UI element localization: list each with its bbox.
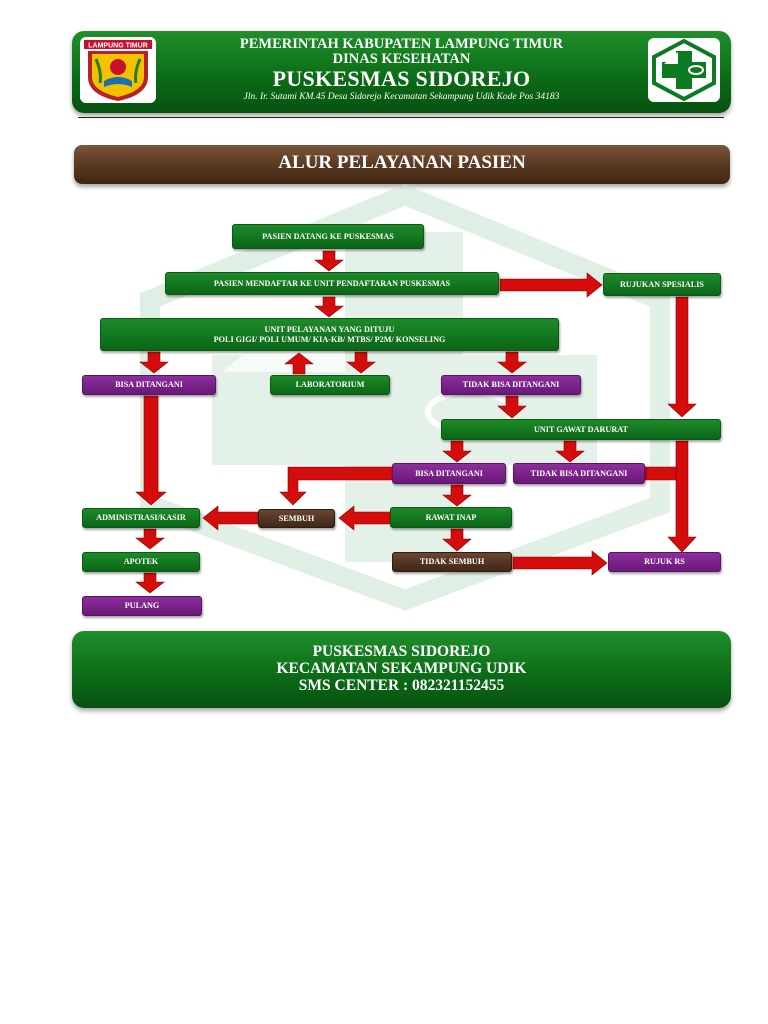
step-pulang: PULANG (82, 596, 202, 616)
svg-text:LAMPUNG TIMUR: LAMPUNG TIMUR (88, 43, 148, 50)
step-ugd-tidak-bisa-ditangani: TIDAK BISA DITANGANI (513, 463, 645, 484)
header-puskesmas-name: PUSKESMAS SIDOREJO (272, 66, 531, 91)
arrow-down (667, 440, 697, 553)
arrow-down (135, 528, 165, 550)
step-bisa-ditangani: BISA DITANGANI (82, 375, 216, 395)
arrow-left (338, 505, 391, 531)
step-tidak-sembuh: TIDAK SEMBUH (392, 552, 512, 572)
watermark-logo-icon (140, 184, 670, 611)
arrow-up (284, 352, 314, 375)
header-government: PEMERINTAH KABUPATEN LAMPUNG TIMUR (239, 36, 564, 52)
arrow-down (314, 250, 344, 272)
step-apotek: APOTEK (82, 552, 200, 572)
title-banner: ALUR PELAYANAN PASIEN (74, 145, 730, 184)
arrow-down (314, 296, 344, 318)
arrow-down (135, 572, 165, 594)
connector (644, 466, 677, 481)
arrow-left (202, 505, 259, 531)
puskesmas-logo-icon (648, 38, 720, 102)
step-tidak-bisa-ditangani: TIDAK BISA DITANGANI (441, 375, 581, 395)
arrow-down (497, 395, 527, 419)
unit-pelayanan-list: POLI GIGI/ POLI UMUM/ KIA-KB/ MTBS/ P2M/… (213, 334, 446, 344)
arrow-down (442, 528, 472, 552)
footer-puskesmas-name: PUSKESMAS SIDOREJO (312, 643, 491, 660)
step-unit-gawat-darurat: UNIT GAWAT DARURAT (441, 419, 721, 440)
footer-sms-center: SMS CENTER : 082321152455 (298, 677, 505, 694)
arrow-down (442, 484, 472, 507)
flow-arrows (135, 250, 697, 594)
step-pasien-datang: PASIEN DATANG KE PUSKESMAS (232, 224, 424, 249)
step-pendaftaran: PASIEN MENDAFTAR KE UNIT PENDAFTARAN PUS… (165, 272, 499, 295)
header-divider (78, 117, 724, 118)
step-sembuh: SEMBUH (258, 509, 335, 528)
step-rawat-inap: RAWAT INAP (390, 507, 512, 528)
arrow-down (442, 440, 472, 463)
lampung-timur-emblem-icon: LAMPUNG TIMUR (80, 37, 156, 103)
header-address: Jln. Ir. Sutami KM.45 Desa Sidorejo Keca… (243, 92, 560, 102)
arrow-down (667, 296, 697, 418)
arrow-down (555, 440, 585, 463)
arrow-elbow (279, 466, 393, 506)
footer-banner: PUSKESMAS SIDOREJO KECAMATAN SEKAMPUNG U… (72, 631, 731, 708)
arrow-right (499, 272, 603, 298)
step-administrasi-kasir: ADMINISTRASI/KASIR (82, 508, 200, 528)
footer-kecamatan: KECAMATAN SEKAMPUNG UDIK (276, 660, 527, 677)
header-department: DINAS KESEHATAN (332, 51, 471, 67)
header-banner: PEMERINTAH KABUPATEN LAMPUNG TIMUR DINAS… (72, 31, 731, 113)
page-title: ALUR PELAYANAN PASIEN (278, 152, 526, 173)
step-rujukan-spesialis: RUJUKAN SPESIALIS (603, 273, 721, 296)
arrow-down (346, 351, 376, 374)
step-rujuk-rs: RUJUK RS (608, 552, 721, 572)
arrow-down (139, 351, 169, 374)
step-unit-pelayanan: UNIT PELAYANAN YANG DITUJU POLI GIGI/ PO… (100, 318, 559, 351)
step-ugd-bisa-ditangani: BISA DITANGANI (392, 463, 506, 484)
arrow-down (497, 351, 527, 374)
arrow-right (512, 550, 608, 576)
step-laboratorium: LABORATORIUM (270, 375, 390, 395)
arrow-down (135, 395, 167, 506)
unit-pelayanan-title: UNIT PELAYANAN YANG DITUJU (264, 324, 395, 334)
